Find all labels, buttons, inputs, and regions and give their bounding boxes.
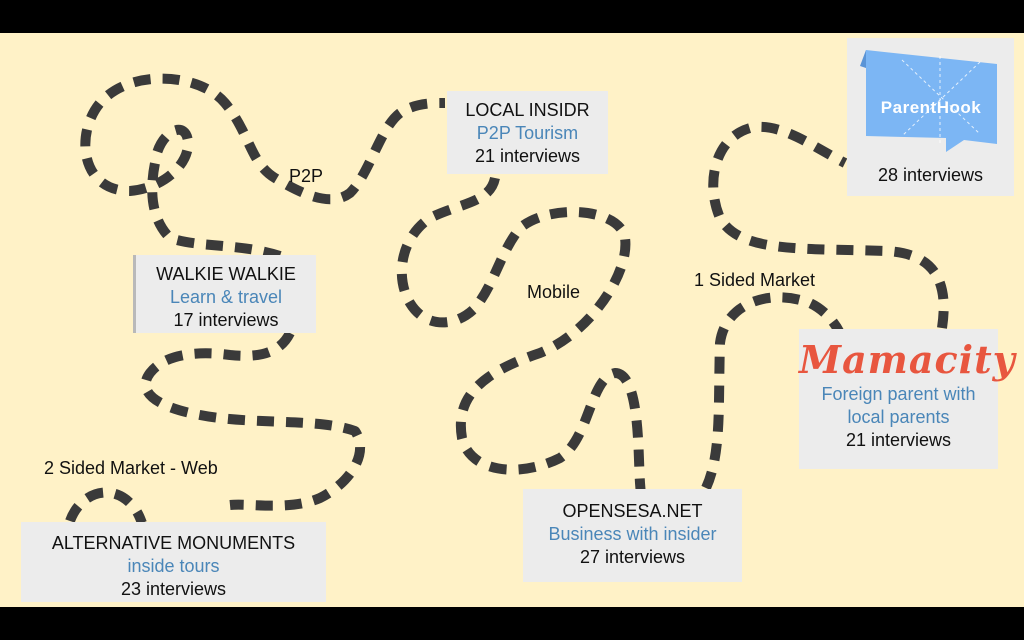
- parenthook-interviews: 28 interviews: [877, 165, 984, 185]
- parenthook-logo: ParentHook: [852, 46, 1010, 154]
- local-insidr-card: LOCAL INSIDR P2P Tourism 21 interviews: [447, 91, 608, 174]
- opensesa-title: OPENSESA.NET: [562, 501, 703, 521]
- walkie-walkie-interviews: 17 interviews: [173, 310, 279, 330]
- mamacity-card: Mamacity Foreign parent with local paren…: [799, 329, 1016, 469]
- dashed-path-alternative-left-loop: [65, 487, 147, 525]
- mamacity-logo: Mamacity: [799, 337, 1016, 382]
- walkie-walkie-card: WALKIE WALKIE Learn & travel 17 intervie…: [133, 255, 316, 333]
- opensesa-interviews: 27 interviews: [579, 547, 686, 567]
- mamacity-subtitle-line1: Foreign parent with: [821, 384, 976, 404]
- mamacity-interviews: 21 interviews: [845, 430, 952, 450]
- alternative-monuments-interviews: 23 interviews: [120, 579, 227, 599]
- local-insidr-subtitle: P2P Tourism: [476, 123, 579, 143]
- path-label-p2p: P2P: [289, 166, 324, 186]
- walkie-walkie-title: WALKIE WALKIE: [156, 264, 296, 284]
- local-insidr-title: LOCAL INSIDR: [465, 100, 590, 120]
- path-label-one-sided-market: 1 Sided Market: [694, 270, 816, 290]
- mamacity-subtitle-line2: local parents: [847, 407, 950, 427]
- opensesa-card: OPENSESA.NET Business with insider 27 in…: [523, 489, 742, 582]
- dashed-path-spiral-to-local-insidr: [80, 73, 446, 261]
- walkie-walkie-subtitle: Learn & travel: [169, 287, 283, 307]
- parenthook-card: ParentHook 28 interviews: [847, 38, 1014, 196]
- dashed-path-mamacity-to-parenthook: [708, 121, 949, 329]
- alternative-monuments-card: ALTERNATIVE MONUMENTS inside tours 23 in…: [21, 522, 326, 602]
- path-label-mobile: Mobile: [527, 282, 581, 302]
- opensesa-subtitle: Business with insider: [548, 524, 717, 544]
- dashed-path-walkie-to-alternative: [140, 330, 365, 511]
- local-insidr-interviews: 21 interviews: [474, 146, 581, 166]
- alternative-monuments-title: ALTERNATIVE MONUMENTS: [51, 533, 296, 553]
- slide-canvas: P2P Mobile 1 Sided Market 2 Sided Market…: [0, 33, 1024, 607]
- parenthook-logo-text: ParentHook: [880, 98, 982, 117]
- parenthook-flag-icon: [860, 50, 997, 152]
- dashed-path-layer: [65, 73, 949, 540]
- dashed-path-local-insidr-to-opensesa: [396, 176, 646, 540]
- alternative-monuments-subtitle: inside tours: [127, 556, 220, 576]
- dashed-path-opensesa-to-mamacity: [701, 292, 845, 491]
- path-label-two-sided-market-web: 2 Sided Market - Web: [44, 458, 218, 478]
